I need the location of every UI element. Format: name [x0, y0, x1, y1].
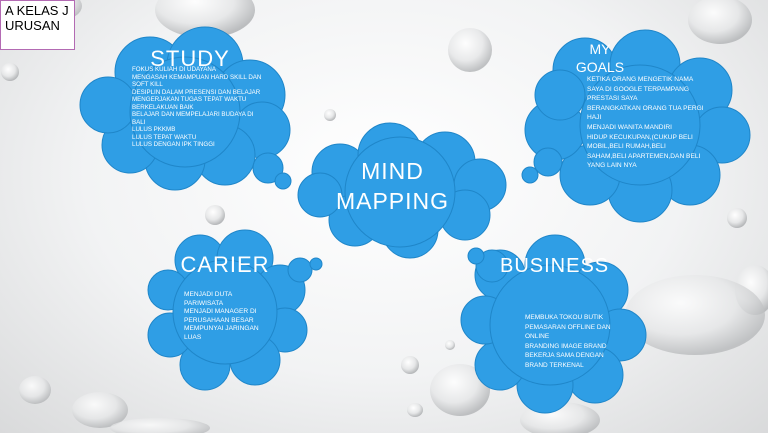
career-list: MENJADI DUTA PARIWISATA MENJADI MANAGER …	[184, 291, 269, 343]
goals-cloud	[521, 29, 751, 223]
list-item: PEMASARAN OFFLINE DAN ONLINE	[525, 323, 611, 341]
list-item: BELAJAR DAN MEMPELAJARI BUDAYA DI BALI	[132, 111, 254, 126]
business-list: MEMBUKA TOKOU BUTIK PEMASARAN OFFLINE DA…	[525, 313, 620, 370]
list-item: MENGASAH KEMAMPUAN HARD SKILL DAN SOFT K…	[132, 73, 262, 89]
list-item: MENJADI MANAGER DI PERUSAHAAN BESAR	[184, 308, 257, 324]
list-item: LULUS DENGAN IPK TINGGI	[132, 141, 215, 148]
goals-title: MY GOALS	[575, 41, 625, 75]
business-cloud	[460, 234, 647, 414]
list-item: MEMBUKA TOKOU BUTIK	[525, 314, 604, 321]
corner-label-text: A KELAS JURUSAN	[5, 3, 69, 33]
list-item: FOKUS KULIAH DI UDAYANA	[132, 66, 217, 73]
list-item: BEKERJA SAMA DENGAN BRAND TERKENAL	[525, 352, 604, 369]
list-item: DESIPLIN DALAM PRESENSI DAN BELAJAR	[132, 88, 261, 96]
center-cloud	[297, 122, 507, 259]
corner-label-box: A KELAS JURUSAN	[0, 0, 75, 50]
list-item: MENJADI WANITA MANDIRI	[587, 123, 672, 131]
career-title: CARIER	[180, 252, 270, 277]
list-item: BERANGKATKAN ORANG TUA PERGI HAJI	[587, 104, 704, 122]
career-cloud	[147, 229, 323, 391]
study-list: FOKUS KULIAH DI UDAYANA MENGASAH KEMAMPU…	[132, 66, 262, 149]
list-item: MEMPUNYAI JARINGAN LUAS	[184, 325, 259, 341]
center-title: MIND MAPPING	[335, 158, 450, 214]
list-item: LULUS TEPAT WAKTU	[132, 133, 197, 141]
list-item: MENGERJAKAN TUGAS TEPAT WAKTU BERKELAKUA…	[132, 96, 247, 111]
goals-list: KETIKA ORANG MENGETIK NAMA SAYA DI GOOGL…	[587, 75, 705, 171]
study-title: STUDY	[150, 46, 230, 71]
list-item: BRANDING IMAGE BRAND	[525, 342, 607, 350]
list-item: LULUS PKKMB	[132, 126, 176, 133]
list-item: KETIKA ORANG MENGETIK NAMA SAYA DI GOOGL…	[587, 76, 693, 103]
business-title: BUSINESS	[500, 255, 610, 277]
study-cloud	[79, 26, 292, 191]
list-item: HIDUP KECUKUPAN,(CUKUP BELI MOBIL,BELI R…	[587, 133, 701, 170]
list-item: MENJADI DUTA PARIWISATA	[184, 291, 232, 307]
